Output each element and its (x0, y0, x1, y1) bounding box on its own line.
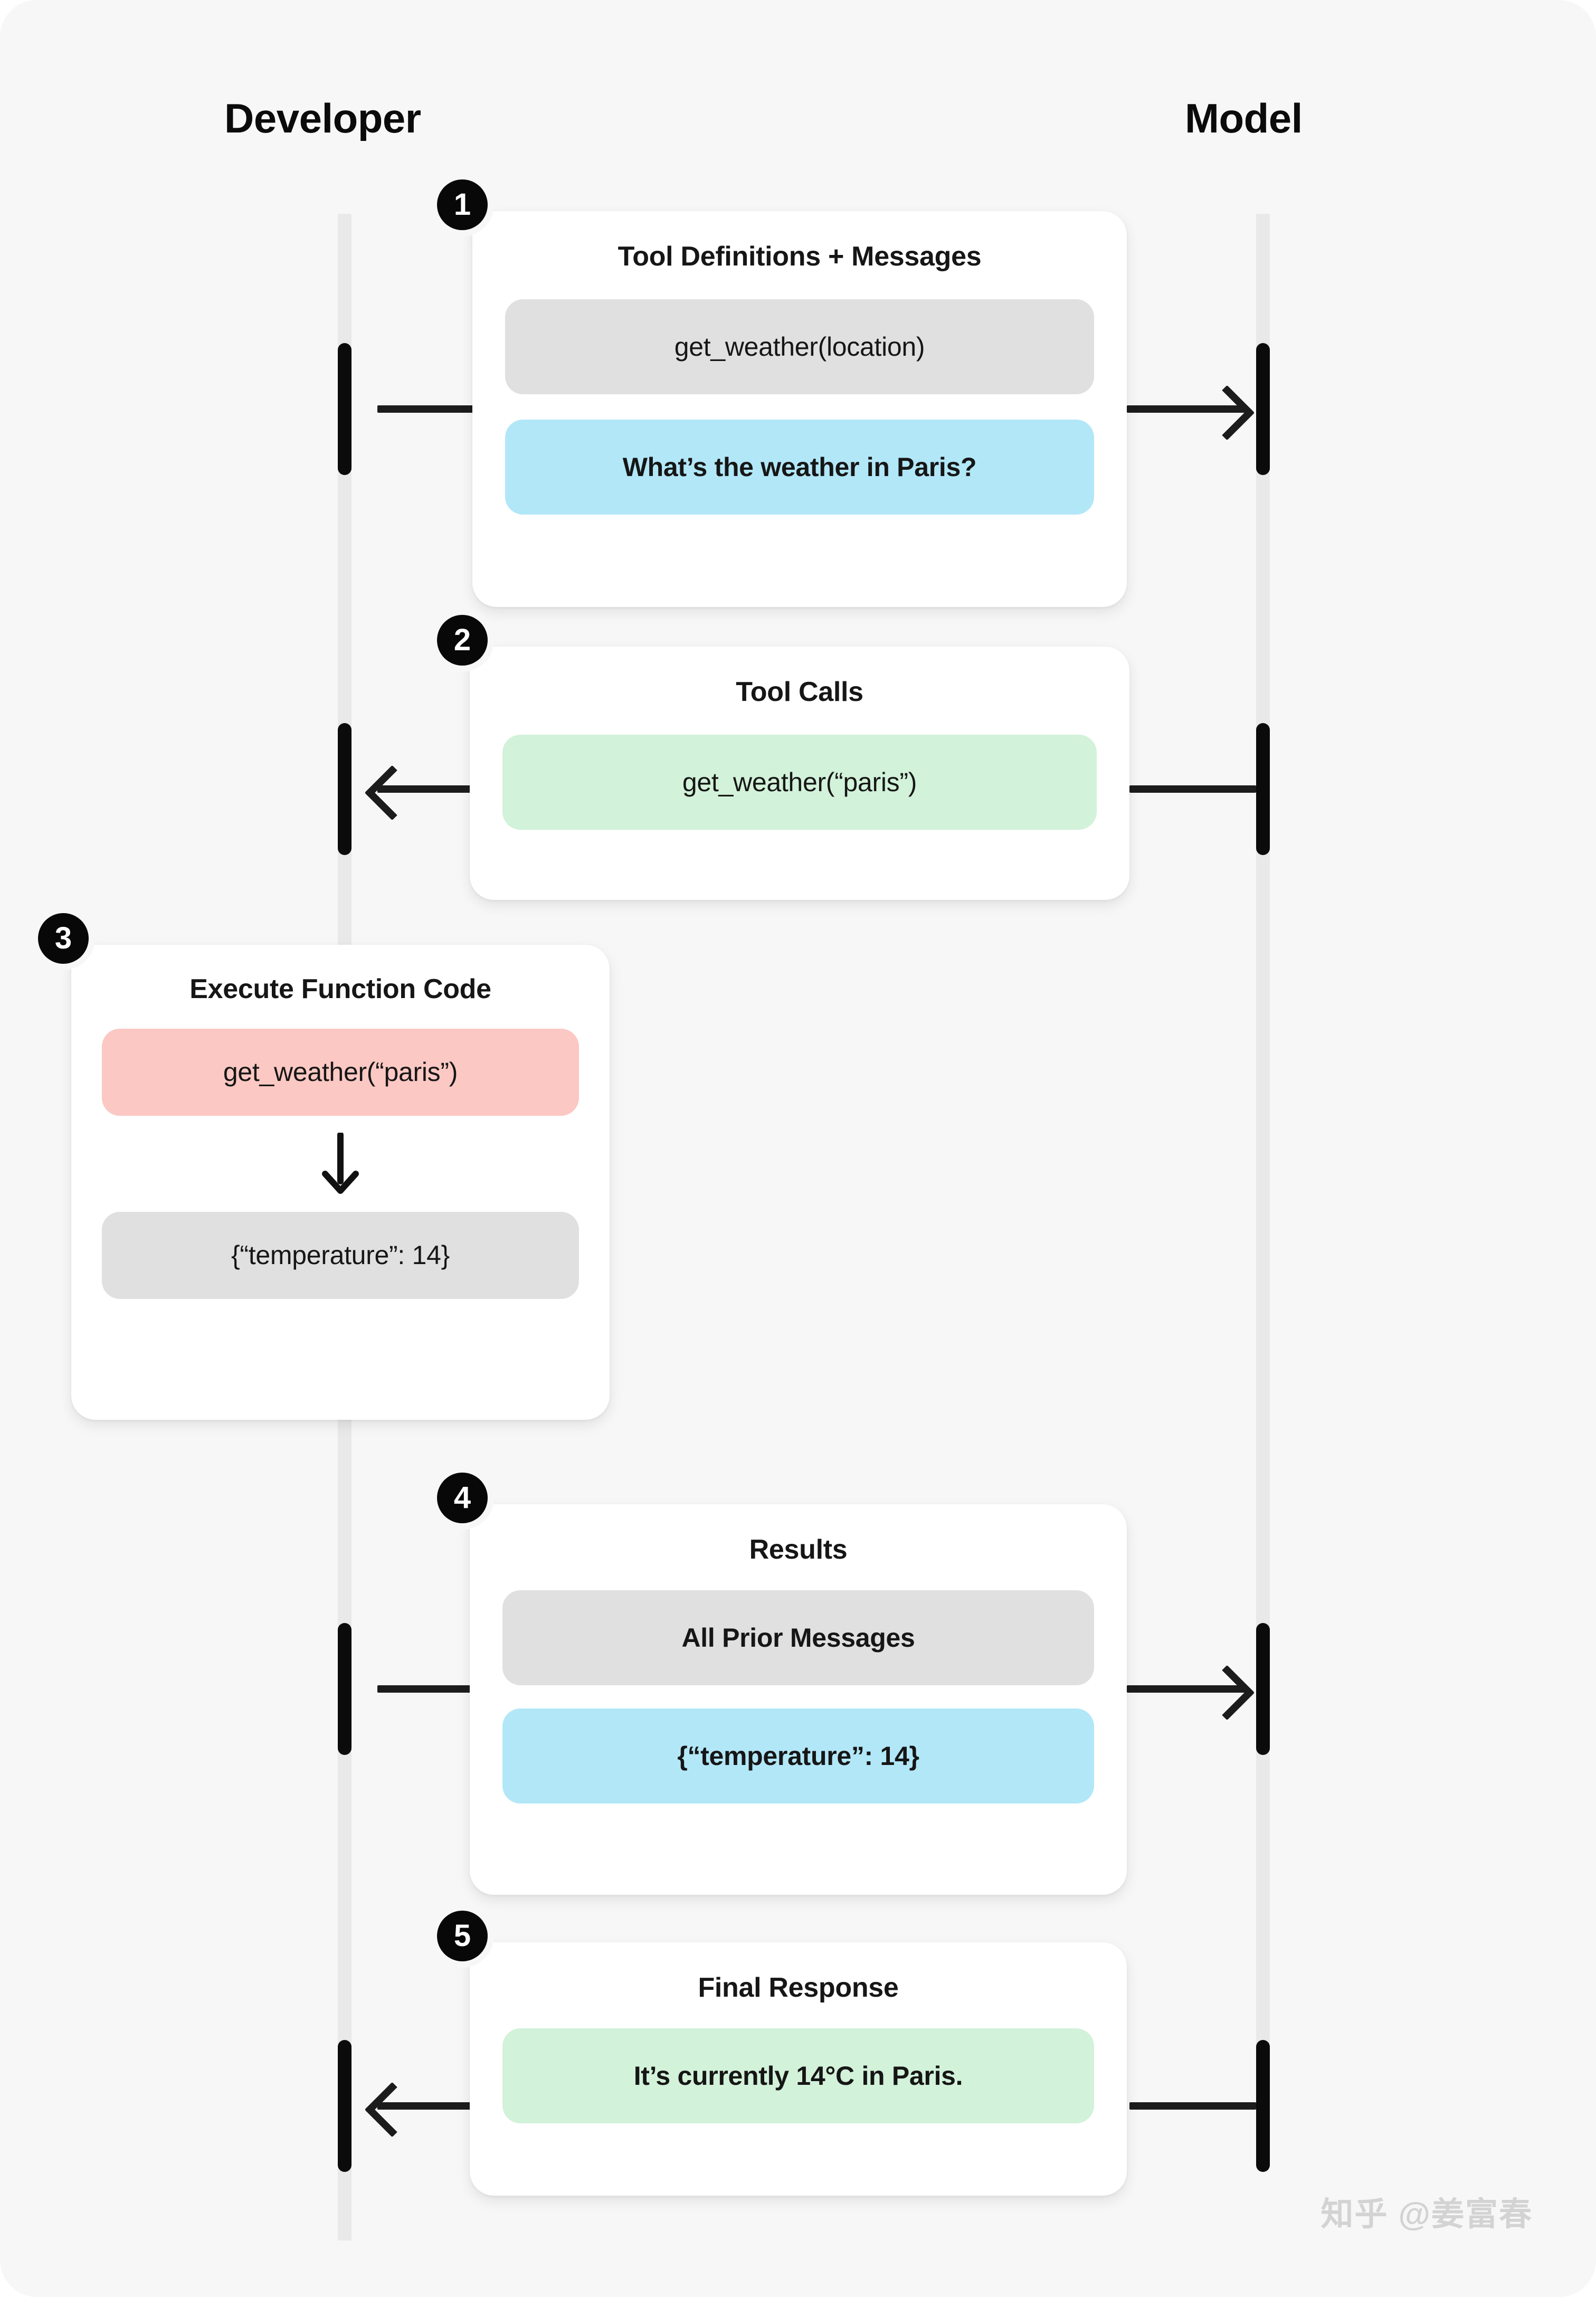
step-card-4-pill-1: All Prior Messages (502, 1590, 1094, 1686)
activation-model-step2 (1256, 723, 1270, 855)
connector-step4-left (377, 1685, 475, 1693)
connector-step4-right (1127, 1685, 1246, 1693)
step-card-5-title: Final Response (698, 1972, 899, 2003)
arrowhead-step2-left (364, 765, 420, 821)
activation-developer-step4 (338, 1623, 352, 1755)
step-card-1-pill-2: What’s the weather in Paris? (505, 420, 1094, 515)
connector-step2-left (377, 785, 475, 793)
connector-step1-left (377, 405, 475, 413)
step-card-4-title: Results (749, 1534, 848, 1565)
actor-label-model: Model (1185, 95, 1303, 141)
step-card-3: Execute Function Code get_weather(“paris… (71, 945, 610, 1420)
connector-step1-right (1127, 405, 1246, 413)
step-card-2-title: Tool Calls (736, 677, 863, 707)
arrowhead-step5-left (364, 2082, 420, 2138)
connector-step5-right (1129, 2102, 1256, 2110)
watermark: 知乎 @姜富春 (1320, 2196, 1533, 2233)
step-badge-3: 3 (38, 913, 89, 964)
actor-label-developer: Developer (224, 95, 421, 141)
lifeline-model (1256, 214, 1270, 2146)
step-badge-2: 2 (437, 615, 488, 666)
step-card-2-pill-1: get_weather(“paris”) (502, 735, 1097, 830)
step-card-3-pill-2: {“temperature”: 14} (102, 1212, 579, 1299)
arrowhead-step4-right (1199, 1665, 1255, 1721)
step-card-5-pill-1: It’s currently 14°C in Paris. (502, 2028, 1094, 2124)
step-card-4: Results All Prior Messages {“temperature… (470, 1504, 1127, 1895)
arrowhead-step1-right (1199, 385, 1255, 441)
activation-developer-step1 (338, 343, 352, 475)
step-card-4-pill-2: {“temperature”: 14} (502, 1708, 1094, 1804)
step-badge-1: 1 (437, 179, 488, 230)
step-badge-4: 4 (437, 1473, 488, 1523)
flow-down-arrow-icon (317, 1132, 364, 1196)
step-badge-5: 5 (437, 1911, 488, 1961)
step-card-1-title: Tool Definitions + Messages (618, 241, 982, 272)
connector-step5-left (377, 2102, 475, 2110)
step-card-3-pill-1: get_weather(“paris”) (102, 1029, 579, 1116)
activation-developer-step2 (338, 723, 352, 855)
activation-model-step4 (1256, 1623, 1270, 1755)
step-card-1: Tool Definitions + Messages get_weather(… (472, 211, 1127, 607)
activation-model-step1 (1256, 343, 1270, 475)
activation-developer-step5 (338, 2040, 352, 2172)
activation-model-step5 (1256, 2040, 1270, 2172)
step-card-3-title: Execute Function Code (189, 974, 491, 1004)
step-card-2: Tool Calls get_weather(“paris”) (470, 647, 1129, 900)
connector-step2-right (1129, 785, 1256, 793)
step-card-1-pill-1: get_weather(location) (505, 299, 1094, 395)
step-card-5: Final Response It’s currently 14°C in Pa… (470, 1942, 1127, 2196)
